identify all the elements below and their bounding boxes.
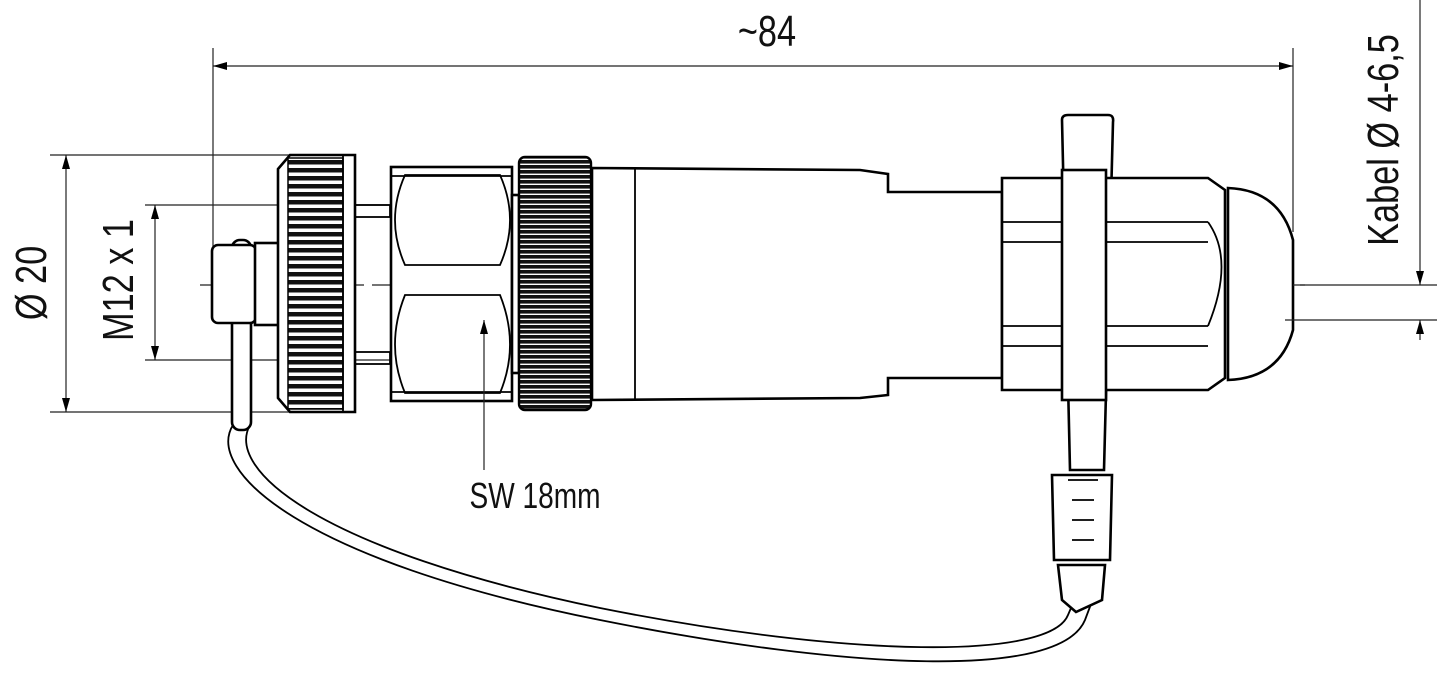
cable-gland bbox=[1000, 168, 1295, 402]
length-dimension: ~84 bbox=[212, 7, 1294, 250]
knurled-nut bbox=[276, 153, 357, 414]
cable-dimension: Kabel Ø 4-6,5 bbox=[1285, 0, 1437, 340]
knurled-ring bbox=[510, 155, 593, 412]
hex-nut bbox=[389, 165, 514, 403]
cap-stub bbox=[210, 243, 258, 325]
cable-label: Kabel Ø 4-6,5 bbox=[1359, 34, 1408, 246]
length-label: ~84 bbox=[738, 7, 796, 56]
diameter-dimension: Ø 20 bbox=[7, 154, 345, 413]
connector-body bbox=[590, 166, 1004, 402]
thread-label: M12 x 1 bbox=[94, 219, 143, 341]
wrench-size-callout: SW 18mm bbox=[470, 320, 601, 516]
wrench-size-label: SW 18mm bbox=[470, 476, 601, 516]
diameter-label: Ø 20 bbox=[7, 246, 56, 320]
